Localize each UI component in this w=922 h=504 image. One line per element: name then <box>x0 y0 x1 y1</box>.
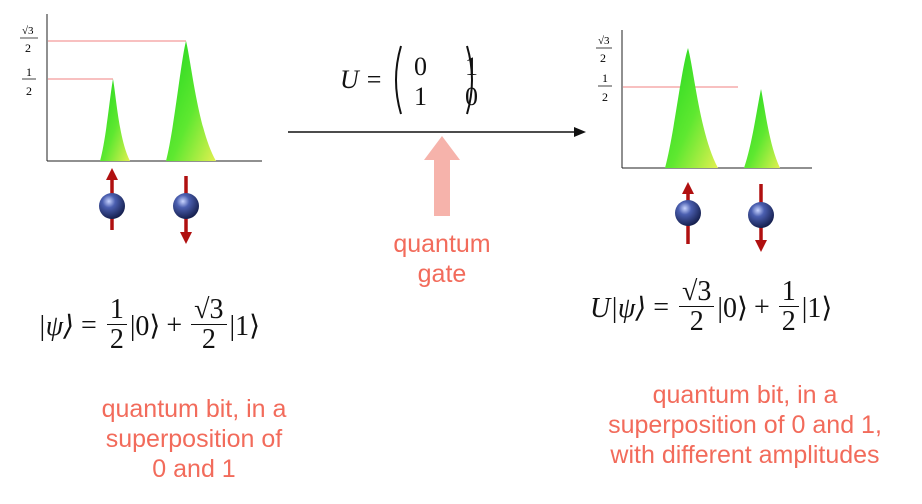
svg-text:2: 2 <box>602 90 608 104</box>
left-coef0-num: 1 <box>106 296 127 325</box>
svg-text:√3: √3 <box>22 25 34 37</box>
right-plot: √3 2 1 2 <box>596 30 812 252</box>
svg-text:2: 2 <box>25 41 31 55</box>
right-coef1: 1 2 <box>778 278 799 338</box>
right-ket1: |1⟩ <box>801 292 833 324</box>
gate-matrix-label: U <box>340 65 359 94</box>
gate-pointer-arrow <box>424 136 460 216</box>
left-tick-half: 1 2 <box>22 65 36 98</box>
left-spin-down <box>173 176 199 244</box>
svg-text:2: 2 <box>600 51 606 65</box>
left-state-equation: |ψ⟩ = 1 2 |0⟩ + √3 2 |1⟩ <box>38 296 260 356</box>
gate-matrix-entries: 0 1 1 0 <box>414 52 478 112</box>
right-spin-down <box>748 184 774 252</box>
left-ket0: |0⟩ <box>129 310 161 342</box>
svg-text:2: 2 <box>26 84 32 98</box>
left-tick-sqrt3-over-2: √3 2 <box>20 25 38 55</box>
left-ket1: |1⟩ <box>229 310 261 342</box>
svg-text:1: 1 <box>26 65 32 79</box>
gate-label: quantum gate <box>393 230 491 288</box>
left-coef1-den: 2 <box>201 324 216 355</box>
left-state-lhs: |ψ⟩ <box>38 310 75 342</box>
right-state-lhs: U|ψ⟩ <box>590 292 647 324</box>
right-tick-sqrt3-over-2: √3 2 <box>596 35 612 65</box>
left-plot: √3 2 1 2 <box>20 14 262 244</box>
right-spin-up <box>675 182 701 244</box>
left-spin-up <box>99 168 125 230</box>
right-plus: + <box>753 291 770 323</box>
gate-equals: = <box>366 65 382 94</box>
right-coef1-num: 1 <box>778 278 799 307</box>
matrix-entry-01: 1 <box>465 52 478 81</box>
gate-matrix-equation: U = <box>340 42 479 118</box>
gate-matrix <box>395 45 474 115</box>
right-equals: = <box>653 291 670 323</box>
right-coef0-den: 2 <box>689 306 704 337</box>
right-coef1-den: 2 <box>781 306 796 337</box>
left-peak-1 <box>166 41 216 161</box>
left-equals: = <box>81 309 97 341</box>
matrix-entry-11: 0 <box>465 82 478 111</box>
svg-text:√3: √3 <box>598 35 610 47</box>
gate-transform-arrow <box>288 127 586 137</box>
left-peak-0 <box>100 79 130 161</box>
left-coef0: 1 2 <box>106 296 127 356</box>
right-coef0-num: √3 <box>679 278 715 307</box>
left-caption: quantum bit, in a superposition of 0 and… <box>101 395 287 483</box>
left-coef1: √3 2 <box>191 296 227 356</box>
matrix-entry-00: 0 <box>414 52 427 81</box>
right-peak-0 <box>665 48 718 168</box>
right-state-equation: U|ψ⟩ = √3 2 |0⟩ + 1 2 |1⟩ <box>590 278 832 338</box>
right-caption: quantum bit, in a superposition of 0 and… <box>608 381 882 469</box>
right-ket0: |0⟩ <box>717 292 748 324</box>
matrix-entry-10: 1 <box>414 82 427 111</box>
right-peak-1 <box>744 89 780 168</box>
right-coef0: √3 2 <box>679 278 715 338</box>
left-coef1-num: √3 <box>191 296 227 325</box>
right-tick-half: 1 2 <box>598 71 612 104</box>
left-coef0-den: 2 <box>109 324 124 355</box>
left-plus: + <box>166 309 183 341</box>
svg-text:1: 1 <box>602 71 608 85</box>
